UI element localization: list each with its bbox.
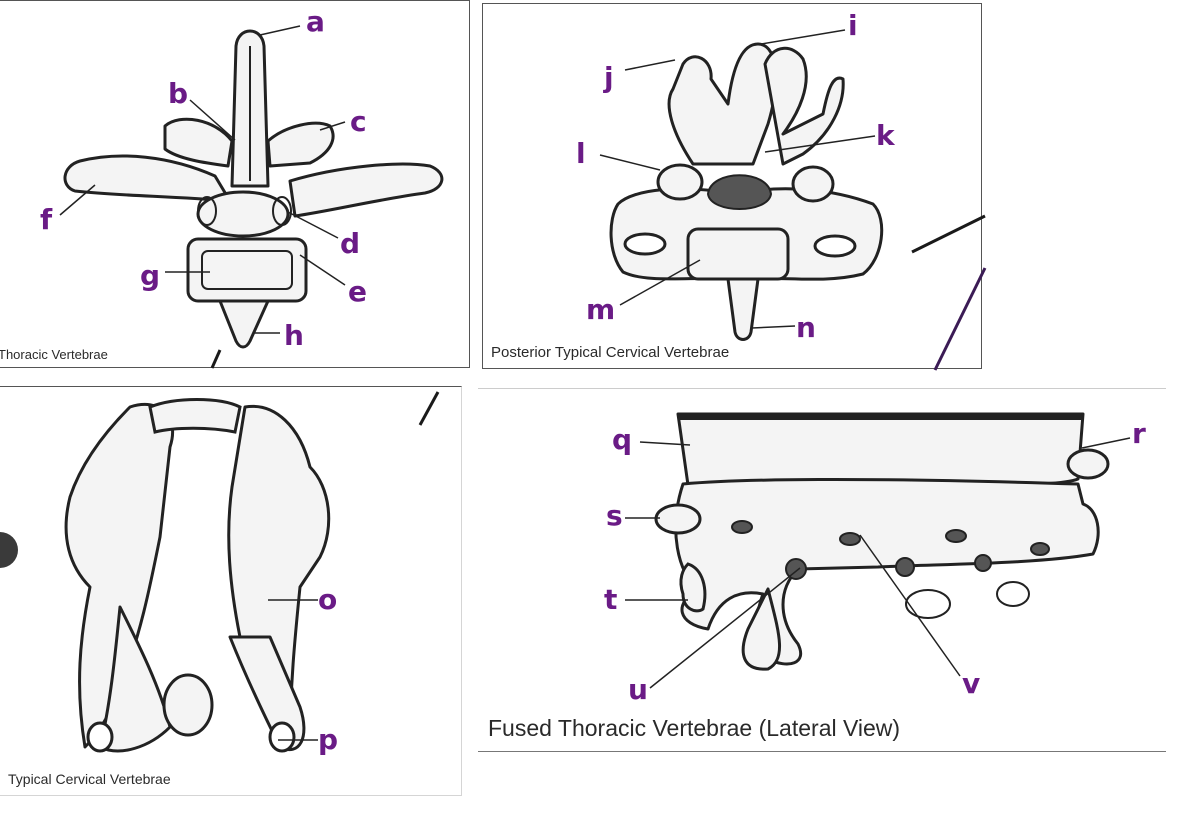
- label-f: f: [40, 203, 53, 236]
- label-q: q: [612, 423, 633, 456]
- vertebral-body: [686, 227, 790, 281]
- label-c: c: [350, 105, 367, 138]
- label-s: s: [606, 499, 623, 532]
- panel-caption: Fused Thoracic Vertebrae (Lateral View): [488, 715, 901, 741]
- articular-process: [163, 117, 234, 168]
- label-l: l: [576, 137, 586, 170]
- label-e: e: [348, 275, 367, 308]
- rib-facet: [654, 503, 702, 535]
- label-h: h: [284, 319, 304, 352]
- transverse-process: [63, 154, 232, 203]
- arch-right: [763, 46, 845, 166]
- label-g: g: [140, 259, 161, 292]
- label-d: d: [340, 227, 361, 260]
- label-t: t: [604, 583, 618, 616]
- lower-left: [98, 605, 172, 753]
- rib-facet: [1066, 448, 1110, 480]
- label-b: b: [168, 77, 189, 110]
- label-i: i: [848, 9, 858, 42]
- typical-cervical-panel: Typical Cervical Vertebrae: [0, 386, 462, 796]
- transverse-foramen: [623, 232, 667, 256]
- label-r: r: [1132, 417, 1146, 450]
- typical-cervical-drawing: [64, 398, 331, 753]
- facet-right: [791, 165, 835, 203]
- label-u: u: [628, 673, 648, 706]
- thoracic-vertebrae-panel: Thoracic Vertebrae: [0, 0, 470, 368]
- neural-arches: [674, 477, 1100, 666]
- panel-caption: Posterior Typical Cervical Vertebrae: [491, 344, 730, 361]
- fused-thoracic-drawing: [654, 412, 1110, 671]
- label-v: v: [962, 667, 981, 700]
- posterior-cervical-drawing: [609, 42, 884, 341]
- label-k: k: [876, 119, 895, 152]
- circle-icon[interactable]: [0, 532, 18, 568]
- thoracic-vertebra-drawing: [63, 29, 444, 349]
- label-a: a: [306, 5, 325, 38]
- transverse-process: [288, 162, 444, 218]
- vertebral-body: [186, 237, 308, 303]
- posterior-cervical-panel: Posterior Typical Cervical Vertebrae: [482, 3, 982, 369]
- odontoid: [162, 673, 214, 737]
- transverse-foramen: [813, 234, 857, 258]
- label-n: n: [796, 311, 816, 344]
- vertebral-foramen: [706, 174, 773, 210]
- articular-process: [266, 121, 335, 168]
- arch-left: [667, 42, 778, 166]
- label-o: o: [318, 583, 338, 616]
- label-m: m: [586, 293, 616, 326]
- facet-left: [656, 163, 704, 201]
- label-j: j: [604, 61, 614, 94]
- fused-thoracic-panel: Fused Thoracic Vertebrae (Lateral View): [478, 388, 1166, 752]
- left-wing: [64, 402, 175, 749]
- label-p: p: [318, 723, 339, 756]
- panel-caption: Typical Cervical Vertebrae: [8, 771, 171, 787]
- panel-caption: Thoracic Vertebrae: [0, 347, 108, 362]
